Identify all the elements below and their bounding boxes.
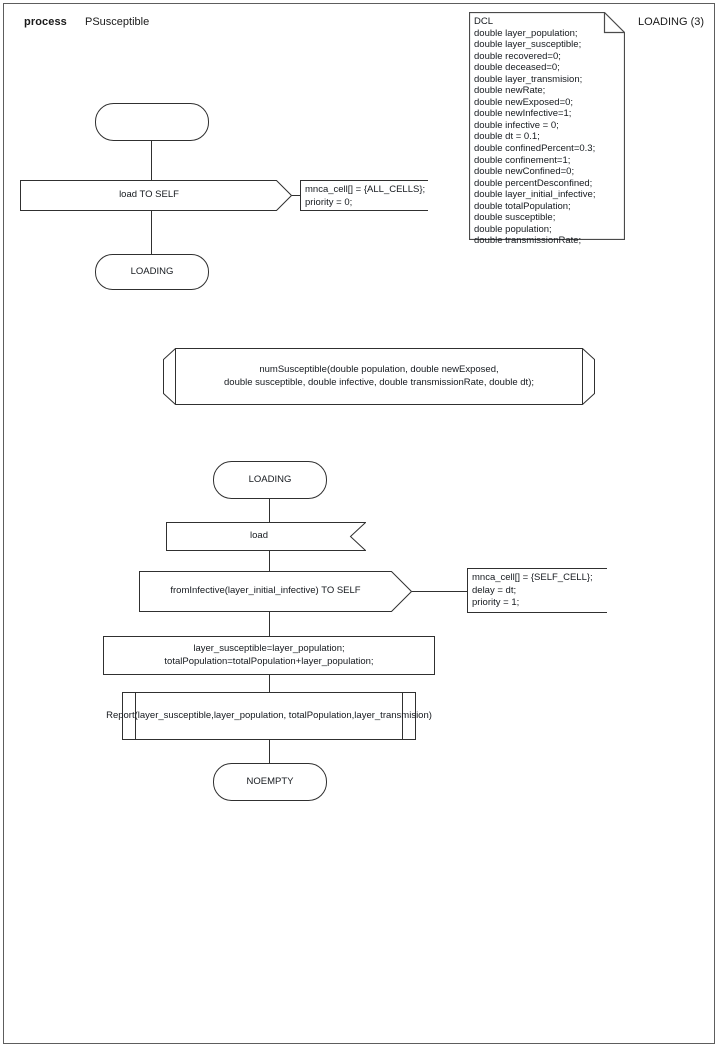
output-symbol-load-to-self[interactable] — [20, 180, 293, 211]
state-symbol-noempty[interactable] — [213, 763, 327, 801]
page-label: LOADING (3) — [638, 16, 705, 28]
comment-connector-1 — [292, 195, 300, 196]
connector-output-to-task — [269, 612, 270, 636]
comment-text-1: mnca_cell[] = {ALL_CELLS}; priority = 0; — [305, 184, 426, 208]
dcl-note-text: DCL double layer_population; double laye… — [474, 16, 596, 247]
connector-input-to-output — [269, 551, 270, 571]
connector-task-to-procedure-call — [269, 675, 270, 692]
state-symbol-loading-1[interactable] — [95, 254, 209, 290]
dcl-note: DCL double layer_population; double laye… — [469, 12, 625, 246]
comment-text-2: mnca_cell[] = {SELF_CELL}; delay = dt; p… — [472, 572, 593, 609]
output-symbol-from-infective[interactable] — [139, 571, 413, 612]
comment-box-1 — [300, 180, 428, 211]
comment-connector-2 — [412, 591, 467, 592]
state-symbol-loading-2[interactable] — [213, 461, 327, 499]
process-keyword: process — [24, 16, 67, 28]
start-state-symbol[interactable] — [95, 103, 209, 141]
procedure-call-symbol[interactable] — [122, 692, 416, 740]
connector-loading-to-input — [269, 499, 270, 522]
dcl-note-shape — [469, 12, 625, 240]
task-symbol[interactable] — [103, 636, 435, 675]
procedure-declaration-symbol[interactable] — [163, 348, 595, 405]
comment-box-2 — [467, 568, 607, 613]
input-symbol-load[interactable] — [166, 522, 367, 551]
process-name: PSusceptible — [85, 16, 150, 28]
page-border — [3, 3, 715, 1044]
connector-procedure-call-to-noempty — [269, 740, 270, 763]
connector-output-to-loading — [151, 211, 152, 254]
connector-start-to-output — [151, 141, 152, 180]
